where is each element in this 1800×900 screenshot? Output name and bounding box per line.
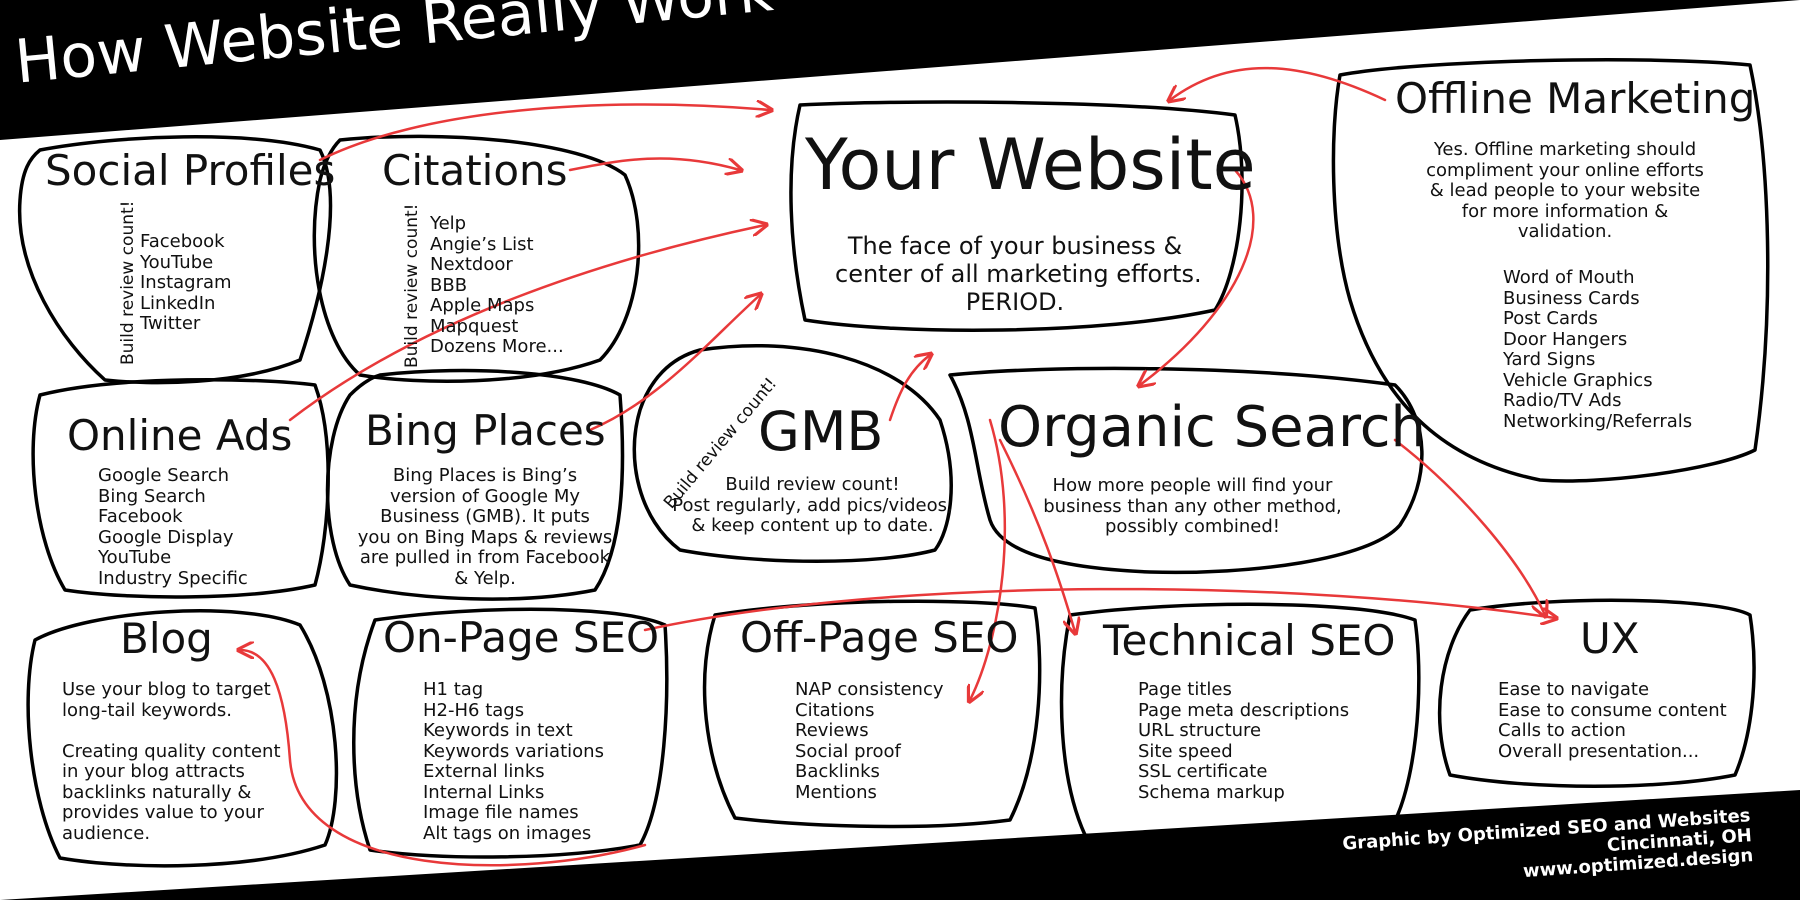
list-item: NAP consistency <box>795 679 944 700</box>
list-item: Calls to action <box>1498 720 1626 741</box>
list-item: Yelp <box>430 213 467 234</box>
list-item: Site speed <box>1138 740 1233 762</box>
list-item: Internal Links <box>423 781 545 803</box>
social-profiles-list: Facebook YouTube Instagram LinkedIn Twit… <box>140 231 232 335</box>
list-item: Nextdoor <box>430 254 513 275</box>
list-item: Image file names <box>423 802 579 823</box>
technical-seo-list: Page titles Page meta descriptions URL s… <box>1138 679 1350 803</box>
gmb-description: Build review count! Post regularly, add … <box>672 474 953 536</box>
gmb-title: GMB <box>758 400 884 463</box>
your-website-title: Your Website <box>805 124 1256 206</box>
blog-title: Blog <box>120 614 213 663</box>
list-item: Instagram <box>140 272 232 293</box>
list-item: Citations <box>795 699 875 721</box>
list-item: Industry Specific <box>98 567 248 589</box>
offline-marketing-description: Yes. Offline marketing should compliment… <box>1426 139 1704 242</box>
ux-bubble <box>1437 598 1756 788</box>
list-item: Backlinks <box>795 761 880 782</box>
list-item: Overall presentation... <box>1498 740 1700 762</box>
list-item: Facebook <box>140 231 225 252</box>
organic-search-description: How more people will find your business … <box>1043 475 1342 537</box>
list-item: Social proof <box>795 740 901 762</box>
bing-places-description: Bing Places is Bing’s version of Google … <box>357 465 613 589</box>
list-item: Business Cards <box>1503 287 1640 309</box>
list-item: Google Search <box>98 465 230 486</box>
list-item: Yard Signs <box>1503 349 1596 370</box>
list-item: Keywords in text <box>423 720 573 741</box>
list-item: Ease to navigate <box>1498 679 1650 700</box>
offpage-seo-title: Off-Page SEO <box>740 613 1019 662</box>
your-website-description: The face of your business & center of al… <box>835 232 1202 316</box>
list-item: Apple Maps <box>430 295 535 316</box>
social-review-note: Build review count! <box>118 200 138 365</box>
list-item: LinkedIn <box>140 292 216 314</box>
citations-title: Citations <box>382 146 568 195</box>
list-item: Dozens More... <box>430 336 564 357</box>
citations-review-note: Build review count! <box>402 203 422 368</box>
list-item: YouTube <box>140 251 214 273</box>
list-item: H1 tag <box>423 679 484 700</box>
onpage-seo-list: H1 tag H2-H6 tags Keywords in text Keywo… <box>423 679 604 844</box>
list-item: BBB <box>430 274 468 296</box>
list-item: Angie’s List <box>430 233 534 255</box>
list-item: Facebook <box>98 506 183 527</box>
onpage-seo-title: On-Page SEO <box>383 613 660 662</box>
list-item: Vehicle Graphics <box>1503 369 1653 391</box>
blog-description: Use your blog to target long-tail keywor… <box>62 679 281 844</box>
offline-marketing-list: Word of Mouth Business Cards Post Cards … <box>1503 267 1693 432</box>
ux-list: Ease to navigate Ease to consume content… <box>1498 679 1727 762</box>
ux-title: UX <box>1580 614 1640 663</box>
online-ads-title: Online Ads <box>67 411 293 460</box>
bing-places-title: Bing Places <box>365 406 606 455</box>
list-item: Alt tags on images <box>423 822 592 844</box>
list-item: H2-H6 tags <box>423 699 525 721</box>
offline-marketing-title: Offline Marketing <box>1395 74 1756 123</box>
list-item: Word of Mouth <box>1503 267 1635 288</box>
list-item: External links <box>423 761 545 782</box>
list-item: Radio/TV Ads <box>1503 390 1622 411</box>
online-ads-bubble <box>31 377 330 599</box>
technical-seo-title: Technical SEO <box>1103 616 1396 665</box>
list-item: YouTube <box>98 547 172 568</box>
list-item: Schema markup <box>1138 781 1285 803</box>
list-item: Mentions <box>795 781 877 803</box>
list-item: Ease to consume content <box>1498 699 1727 721</box>
social-profiles-title: Social Profiles <box>45 146 336 195</box>
list-item: Keywords variations <box>423 740 604 762</box>
citations-list: Yelp Angie’s List Nextdoor BBB Apple Map… <box>430 213 564 358</box>
online-ads-list: Google Search Bing Search Facebook Googl… <box>98 465 248 589</box>
list-item: URL structure <box>1138 720 1262 741</box>
offline-bubble <box>1331 58 1770 483</box>
list-item: Mapquest <box>430 315 519 337</box>
list-item: Door Hangers <box>1503 328 1628 350</box>
list-item: Page titles <box>1138 679 1232 700</box>
organic-search-title: Organic Search <box>998 395 1427 460</box>
list-item: Networking/Referrals <box>1503 410 1693 432</box>
list-item: SSL certificate <box>1138 761 1268 782</box>
list-item: Page meta descriptions <box>1138 699 1350 721</box>
social-bubble <box>17 135 333 385</box>
list-item: Post Cards <box>1503 308 1598 329</box>
list-item: Bing Search <box>98 485 206 507</box>
list-item: Reviews <box>795 720 869 741</box>
offpage-seo-list: NAP consistency Citations Reviews Social… <box>795 679 944 803</box>
list-item: Twitter <box>140 313 201 334</box>
list-item: Google Display <box>98 526 234 548</box>
